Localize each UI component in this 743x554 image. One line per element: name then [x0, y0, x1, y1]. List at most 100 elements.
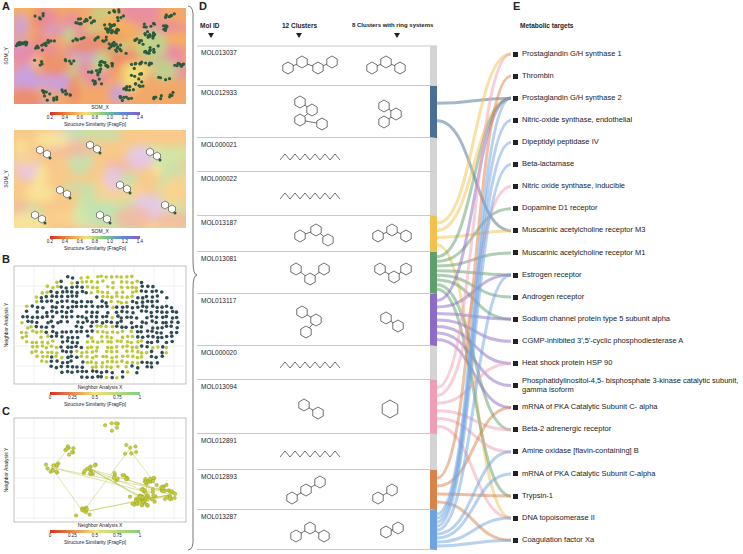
data-dot — [151, 295, 155, 299]
data-dot — [86, 300, 90, 304]
data-dot — [65, 350, 69, 354]
sankey-link — [437, 408, 511, 486]
data-dot — [85, 350, 89, 354]
data-dot — [140, 351, 144, 355]
data-dot — [71, 305, 75, 309]
data-dot — [108, 42, 111, 45]
data-dot — [133, 75, 136, 78]
data-dot — [50, 335, 54, 339]
data-dot — [150, 330, 154, 334]
ring-symbol — [367, 62, 377, 74]
data-dot — [90, 336, 94, 340]
data-dot — [103, 23, 106, 26]
data-dot — [125, 301, 129, 305]
tick-number: 1 — [139, 534, 142, 539]
data-dot — [45, 315, 49, 319]
data-dot — [100, 82, 103, 85]
ring-symbol — [305, 273, 315, 285]
data-dot — [163, 25, 166, 28]
data-dot — [160, 351, 164, 355]
data-dot — [112, 9, 115, 12]
data-dot — [164, 16, 167, 19]
target-item: Estrogen receptor — [511, 270, 740, 281]
data-dot — [43, 94, 46, 97]
data-dot — [114, 422, 118, 426]
data-dot — [119, 316, 123, 320]
data-dot — [80, 280, 84, 284]
data-dot — [129, 452, 133, 456]
data-dot — [95, 349, 99, 353]
data-dot — [131, 335, 135, 339]
data-dot — [144, 290, 148, 294]
data-dot — [151, 304, 155, 308]
tick-number: 0.4 — [62, 240, 68, 245]
data-dot — [160, 290, 164, 294]
data-dot — [131, 326, 135, 330]
data-dot — [91, 340, 95, 344]
data-dot — [100, 371, 104, 375]
data-dot — [79, 37, 82, 40]
data-dot — [124, 477, 128, 481]
data-dot — [121, 290, 125, 294]
data-dot — [51, 339, 55, 343]
data-dot — [40, 359, 44, 363]
target-item: Prostaglandin G/H synthase 1 — [511, 49, 740, 60]
data-dot — [150, 497, 154, 501]
data-dot — [95, 346, 99, 350]
data-dot — [99, 274, 103, 278]
data-dot — [75, 330, 79, 334]
data-dot — [65, 92, 68, 95]
colorbar-label: Structure Similarity [FragFp] — [64, 246, 126, 252]
data-dot — [143, 22, 146, 25]
data-dot — [26, 326, 30, 330]
data-dot — [69, 197, 72, 200]
mol-id: MOL012893 — [201, 473, 426, 480]
tick-number: 0.2 — [47, 116, 53, 121]
data-dot — [145, 305, 149, 309]
target-name: Prostaglandin G/H synthase 1 — [522, 50, 622, 59]
similarity-line — [149, 495, 171, 501]
data-dot — [130, 364, 134, 368]
header-triangle — [208, 33, 214, 38]
data-dot — [148, 49, 151, 52]
data-dot — [170, 334, 174, 338]
data-dot — [46, 467, 50, 471]
target-item: Heat shock protein HSP 90 — [511, 358, 740, 369]
ring-symbol — [311, 224, 321, 236]
data-dot — [151, 335, 155, 339]
data-dot — [129, 330, 133, 334]
data-dot — [159, 97, 162, 100]
data-dot — [152, 48, 155, 51]
target-marker — [513, 184, 518, 189]
data-dot — [140, 289, 144, 293]
ring-symbol — [319, 530, 329, 542]
data-dot — [46, 39, 49, 42]
axis-label: Neighbor Analysis Y — [4, 448, 10, 493]
data-dot — [141, 84, 144, 87]
ring-symbol — [313, 407, 323, 419]
ring-symbol — [295, 230, 305, 242]
data-dot — [101, 321, 105, 325]
data-dot — [39, 335, 43, 339]
chain-bond — [280, 362, 340, 368]
panel-letter: D — [199, 0, 207, 12]
data-dot — [128, 446, 132, 450]
data-dot — [121, 336, 125, 340]
ring-symbol — [301, 326, 311, 338]
data-dot — [140, 309, 144, 313]
data-dot — [115, 355, 119, 359]
data-dot — [125, 275, 129, 279]
target-marker — [513, 449, 518, 454]
data-dot — [110, 360, 114, 364]
target-item: Dipeptidyl peptidase IV — [511, 137, 740, 148]
data-dot — [155, 331, 159, 335]
data-dot — [145, 351, 149, 355]
tick-number: 1.2 — [122, 240, 128, 245]
data-dot — [160, 305, 164, 309]
data-dot — [80, 375, 84, 379]
target-item: Androgen receptor — [511, 292, 740, 303]
data-dot — [135, 325, 139, 329]
data-dot — [160, 94, 163, 97]
data-dot — [143, 25, 146, 28]
data-dot — [149, 25, 152, 28]
